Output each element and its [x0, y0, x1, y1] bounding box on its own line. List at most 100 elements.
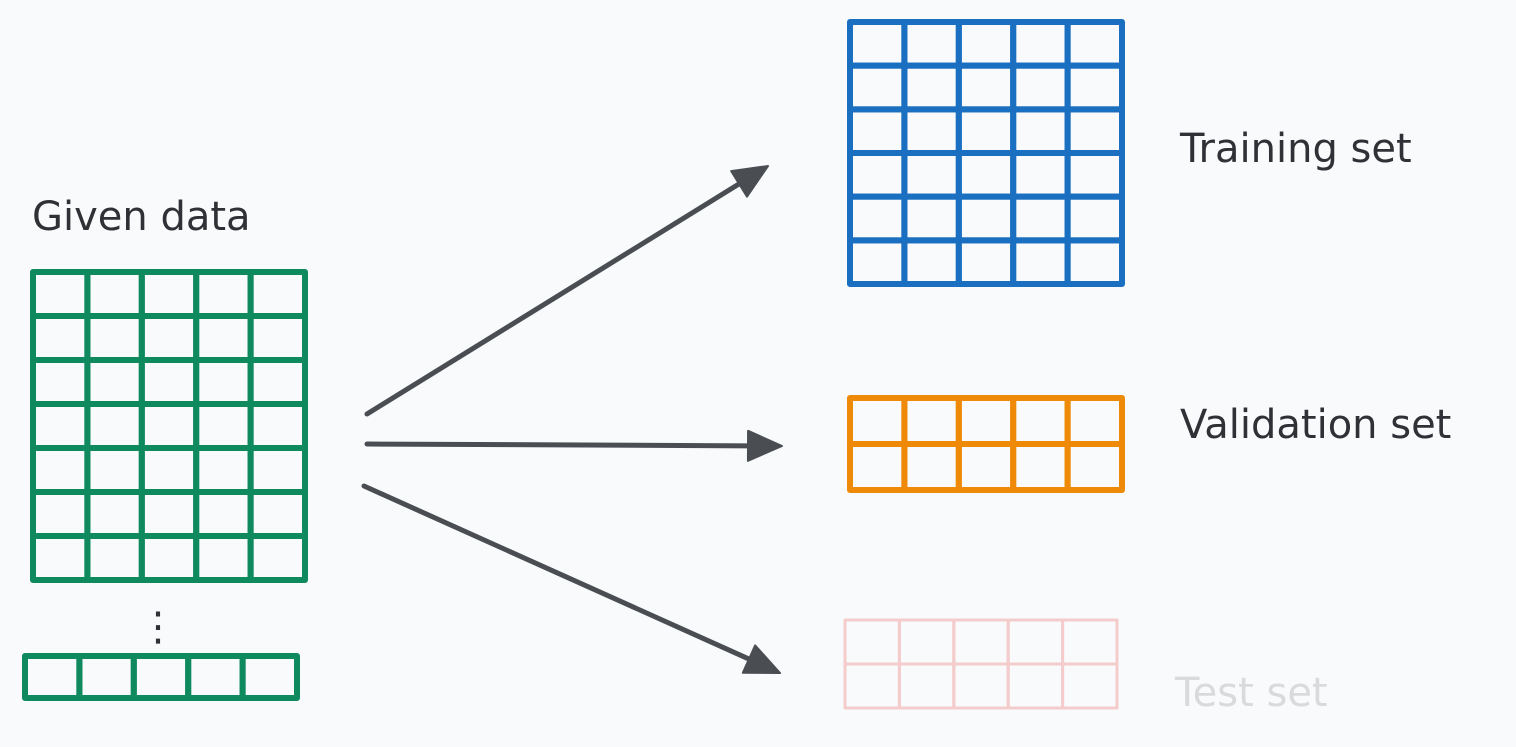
test-set-cell: [1061, 662, 1119, 710]
given-data-cell: [30, 489, 91, 539]
training-set-cell: [901, 62, 962, 113]
training-set-cell: [955, 150, 1017, 200]
given-data-cell: [247, 357, 309, 407]
ellipsis-indicator: ⋮: [138, 604, 178, 650]
test-set-label: Test set: [1174, 670, 1328, 716]
given-data-cell: [30, 445, 91, 495]
arrow-to-validation-head: [746, 429, 783, 462]
test-set-cell: [1006, 618, 1065, 666]
training-set-cell: [847, 106, 908, 157]
training-set-cell: [1064, 193, 1125, 244]
arrow-to-test-shaft: [361, 483, 752, 662]
given-data-cell: [138, 489, 200, 539]
given-data-cell: [30, 357, 91, 407]
training-set-group: Training set: [847, 19, 1412, 287]
test-set-cell: [952, 618, 1010, 666]
training-set-cell: [901, 19, 962, 69]
arrow-to-training: [364, 165, 769, 417]
training-set-cell: [847, 237, 908, 287]
training-set-cell: [1010, 106, 1071, 157]
test-set-cell: [843, 662, 901, 710]
training-set-cell: [847, 193, 908, 244]
training-set-cell: [901, 150, 962, 200]
test-set-cell: [1006, 662, 1065, 710]
given-data-cell: [30, 533, 91, 583]
given-data-cell: [84, 357, 145, 407]
given-data-cell: [138, 313, 200, 363]
given-data-cell: [30, 401, 91, 451]
given-data-cell: [30, 313, 91, 363]
given-data-cell: [193, 313, 254, 363]
given-data-cell: [247, 533, 309, 583]
training-set-cell: [1010, 193, 1071, 244]
training-set-cell: [901, 193, 962, 244]
given-data-tail-cell: [22, 653, 83, 701]
validation-set-cell: [955, 441, 1017, 493]
given-data-tail-cell: [239, 653, 301, 701]
training-set-cell: [955, 19, 1017, 69]
given-data-cell: [193, 445, 254, 495]
given-data-cell: [247, 445, 309, 495]
arrow-to-test-head: [741, 644, 781, 674]
training-set-cell: [1010, 62, 1071, 113]
training-set-cell: [955, 106, 1017, 157]
validation-set-cell: [847, 395, 908, 447]
training-set-label: Training set: [1179, 126, 1412, 172]
training-set-cell: [901, 106, 962, 157]
given-data-cell: [84, 313, 145, 363]
given-data-cell: [84, 445, 145, 495]
test-set-cell: [897, 662, 956, 710]
given-data-cell: [84, 269, 145, 319]
given-data-label: Given data: [32, 194, 251, 240]
arrow-to-training-head: [730, 165, 769, 198]
training-set-cell: [1064, 150, 1125, 200]
validation-set-cell: [901, 441, 962, 493]
training-set-cell: [1010, 150, 1071, 200]
training-set-grid: [847, 19, 1125, 287]
given-data-cell: [193, 269, 254, 319]
given-data-tail-cell: [130, 653, 192, 701]
given-data-cell: [138, 445, 200, 495]
training-set-cell: [955, 62, 1017, 113]
given-data-grid: [30, 269, 309, 583]
arrow-to-validation-shaft: [364, 441, 751, 449]
test-set-grid: [843, 618, 1119, 710]
training-set-cell: [847, 150, 908, 200]
training-set-cell: [1064, 237, 1125, 287]
test-set-group: Test set: [843, 618, 1328, 716]
validation-set-cell: [1064, 395, 1125, 447]
given-data-tail-row: [22, 653, 301, 701]
given-data-cell: [247, 489, 309, 539]
given-data-cell: [84, 489, 145, 539]
given-data-cell: [30, 269, 91, 319]
given-data-cell: [138, 269, 200, 319]
training-set-cell: [847, 19, 908, 69]
training-set-cell: [1064, 106, 1125, 157]
validation-set-cell: [1064, 441, 1125, 493]
test-set-cell: [843, 618, 901, 666]
training-set-cell: [1064, 62, 1125, 113]
given-data-cell: [138, 533, 200, 583]
training-set-cell: [1010, 237, 1071, 287]
validation-set-cell: [955, 395, 1017, 447]
given-data-cell: [193, 401, 254, 451]
arrow-to-training-shaft: [364, 181, 742, 417]
test-set-cell: [952, 662, 1010, 710]
test-set-cell: [897, 618, 956, 666]
given-data-cell: [84, 401, 145, 451]
training-set-cell: [955, 237, 1017, 287]
given-data-cell: [138, 357, 200, 407]
split-arrows: [361, 165, 783, 674]
validation-set-cell: [901, 395, 962, 447]
given-data-cell: [84, 533, 145, 583]
validation-set-group: Validation set: [847, 395, 1451, 493]
arrow-to-validation: [364, 429, 783, 462]
training-set-cell: [1064, 19, 1125, 69]
given-data-cell: [247, 401, 309, 451]
validation-set-grid: [847, 395, 1125, 493]
given-data-cell: [193, 489, 254, 539]
given-data-cell: [247, 269, 309, 319]
given-data-cell: [193, 533, 254, 583]
arrow-to-test: [361, 483, 781, 674]
